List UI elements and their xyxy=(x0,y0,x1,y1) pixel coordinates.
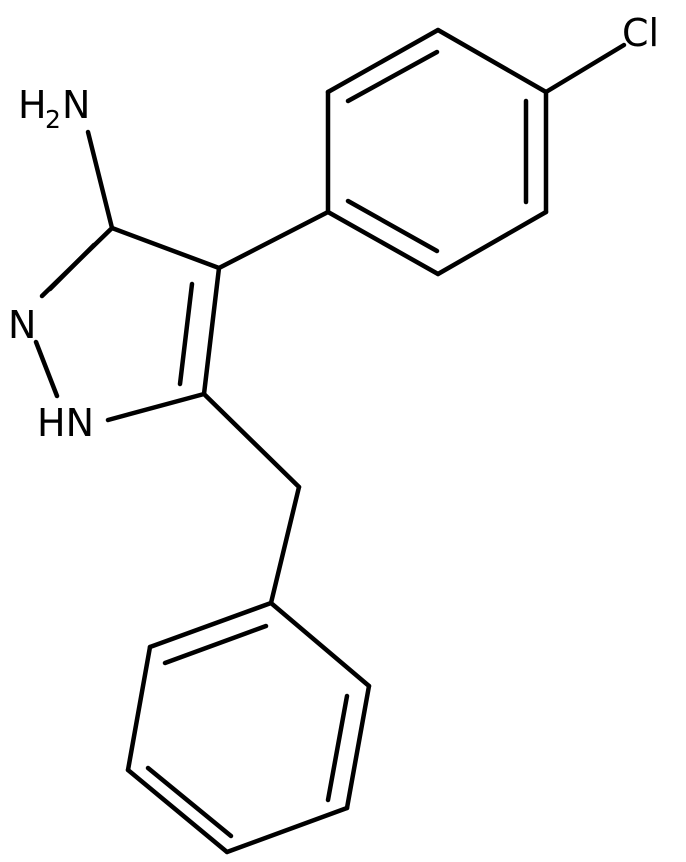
bond-ph1 xyxy=(147,600,274,650)
ring-n-label: N xyxy=(8,303,36,347)
chlorophenyl-ring xyxy=(325,27,549,277)
phenyl-ring xyxy=(125,600,372,855)
amine-n-label: N xyxy=(62,83,90,127)
bond-ch2-phenyl xyxy=(268,484,302,606)
bond-c5-c4 xyxy=(201,265,222,397)
bond-ph5 xyxy=(344,683,372,811)
bond-c3-n2-double xyxy=(47,242,97,292)
bond-aryl-cl xyxy=(543,42,627,95)
bond-ar2-double xyxy=(345,49,440,104)
bond-ph3-double xyxy=(145,765,234,839)
bond-ar5 xyxy=(435,209,549,277)
chlorine-label: Cl xyxy=(622,11,659,55)
bond-ph1-double xyxy=(162,623,269,666)
bond-ar6 xyxy=(325,209,441,277)
amine-subscript-label: 2 xyxy=(45,105,61,134)
bond-ar6-double xyxy=(345,198,440,254)
bond-c5-ch2 xyxy=(201,391,302,490)
bond-n2-n1 xyxy=(33,339,60,399)
amine-h-label: H xyxy=(18,83,47,127)
bond-c3-nh2 xyxy=(85,129,115,231)
bond-ph4 xyxy=(224,805,350,855)
bond-c5-c4-double xyxy=(177,281,195,387)
bond-c4-c3 xyxy=(109,225,222,271)
ring-nh-label: HN xyxy=(37,401,94,445)
bond-ph2 xyxy=(125,644,153,773)
bond-ar2 xyxy=(325,27,441,95)
bond-n1-c5 xyxy=(105,391,207,423)
bond-c4-aryl xyxy=(216,209,331,271)
bond-ph6 xyxy=(268,600,372,689)
bond-ar3 xyxy=(435,27,549,95)
bond-ph3 xyxy=(125,767,230,855)
pyrazole-ring xyxy=(33,225,222,423)
bond-ph5-double xyxy=(325,693,350,803)
